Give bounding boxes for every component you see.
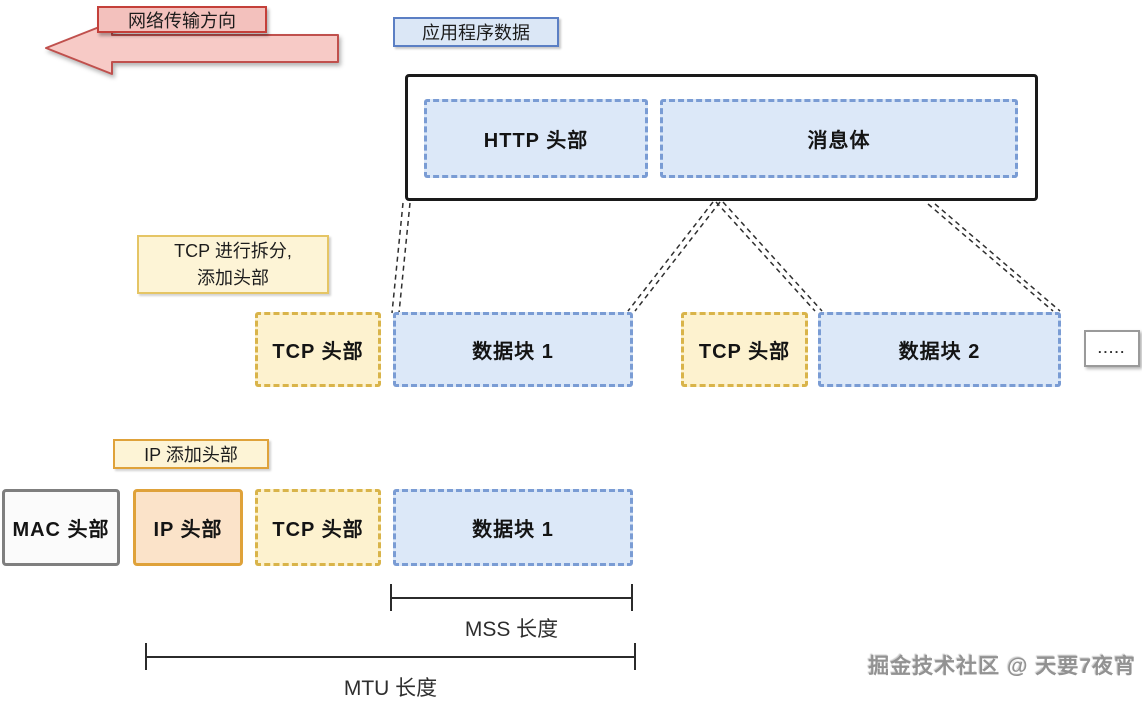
mac-header-box: MAC 头部 bbox=[2, 489, 120, 566]
mtu-measure-line bbox=[145, 643, 636, 670]
data-block-1-box: 数据块 1 bbox=[393, 312, 633, 387]
watermark: 掘金技术社区 @ 天要7夜宵 bbox=[868, 655, 1136, 678]
tcp-header-box-2: TCP 头部 bbox=[681, 312, 808, 387]
tcp-split-note: TCP 进行拆分, 添加头部 bbox=[137, 235, 329, 294]
mss-measure-line bbox=[390, 584, 633, 611]
application-data-box: HTTP 头部 消息体 bbox=[405, 74, 1038, 201]
tcp-split-note-line1: TCP 进行拆分, bbox=[174, 241, 292, 262]
tcp-header-box-1: TCP 头部 bbox=[255, 312, 381, 387]
message-body-box: 消息体 bbox=[660, 99, 1018, 178]
transmission-direction-label: 网络传输方向 bbox=[97, 6, 267, 33]
tcp-header-box-3: TCP 头部 bbox=[255, 489, 381, 566]
ip-add-header-note: IP 添加头部 bbox=[113, 439, 269, 469]
more-segments-box: ..... bbox=[1084, 330, 1140, 367]
mss-length-label: MSS 长度 bbox=[464, 618, 559, 641]
data-block-2-box: 数据块 2 bbox=[818, 312, 1061, 387]
application-data-label: 应用程序数据 bbox=[393, 17, 559, 47]
data-block-1-box-bottom: 数据块 1 bbox=[393, 489, 633, 566]
mtu-length-label: MTU 长度 bbox=[343, 677, 438, 700]
tcp-split-note-line2: 添加头部 bbox=[197, 267, 269, 288]
ip-header-box: IP 头部 bbox=[133, 489, 243, 566]
http-header-box: HTTP 头部 bbox=[424, 99, 648, 178]
